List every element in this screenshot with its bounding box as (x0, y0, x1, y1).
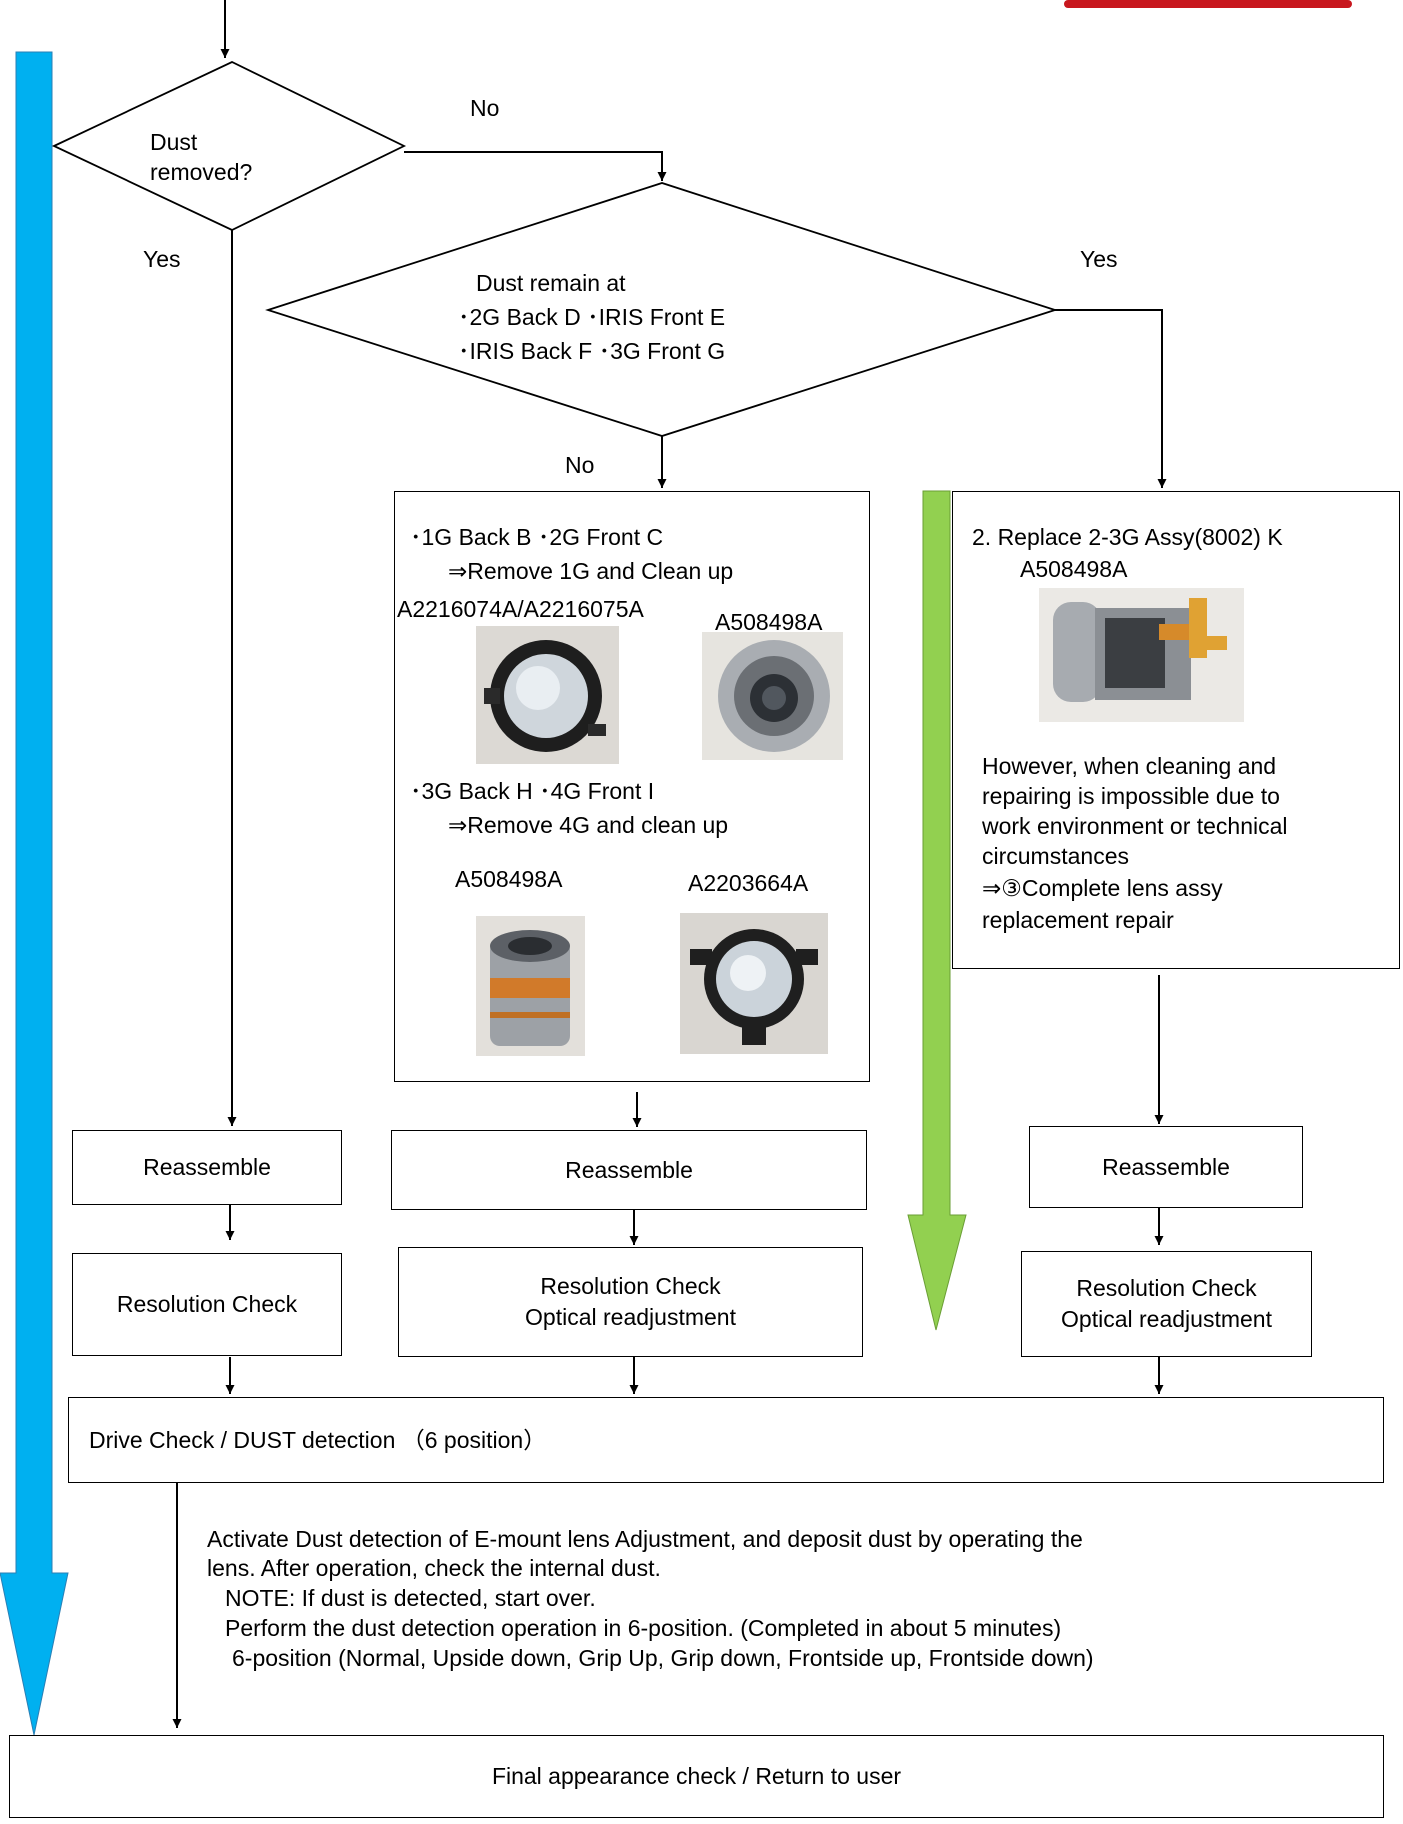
decision1-line1: Dust (150, 129, 198, 155)
green-down-arrow (907, 490, 967, 1331)
left-reassemble-text: Reassemble (143, 1154, 271, 1180)
left-resolution-text: Resolution Check (116, 1291, 298, 1317)
part-number-4g: A2203664A (688, 870, 809, 896)
decision1-no-label: No (470, 95, 500, 121)
middle-resolution-line1: Resolution Check (540, 1273, 721, 1299)
middle-resolution-line2: Optical readjustment (525, 1304, 736, 1330)
part-number-1g: A2216074A/A2216075A (397, 596, 644, 622)
right-reassemble-box: Reassemble (1029, 1126, 1303, 1208)
final-check-text: Final appearance check / Return to user (491, 1763, 902, 1789)
part-number-assy: A508498A (1020, 556, 1128, 582)
decision2-no-label: No (565, 452, 595, 478)
clean-line4: ⇒Remove 4G and clean up (448, 812, 729, 838)
photo-1g-lens-ring (476, 626, 619, 764)
note-line3: NOTE: If dust is detected, start over. (225, 1585, 596, 1611)
blue-down-arrow (0, 51, 69, 1736)
replace-note4: circumstances (982, 843, 1129, 869)
diamond-dust-removed (51, 61, 407, 231)
replace-note1: However, when cleaning and (982, 753, 1277, 779)
decision1-line2: removed? (150, 159, 253, 185)
decision2-line1: Dust remain at (476, 270, 626, 296)
final-check-box: Final appearance check / Return to user (9, 1735, 1384, 1818)
decision2-yes-label: Yes (1080, 246, 1118, 272)
decision1-yes-label: Yes (143, 246, 181, 272)
note-line5: 6-position (Normal, Upside down, Grip Up… (232, 1645, 1094, 1671)
photo-2-3g-assy (1039, 588, 1244, 722)
note-line1: Activate Dust detection of E-mount lens … (207, 1526, 1083, 1552)
right-resolution-line1: Resolution Check (1076, 1275, 1257, 1301)
note-line2: lens. After operation, check the interna… (207, 1555, 661, 1581)
replace-note2: repairing is impossible due to (982, 783, 1280, 809)
replace-note3: work environment or technical (982, 813, 1288, 839)
drive-check-box: Drive Check / DUST detection （6 position… (68, 1397, 1384, 1483)
left-resolution-box: Resolution Check (72, 1253, 342, 1356)
part-number-2g: A508498A (715, 609, 823, 635)
drive-check-text: Drive Check / DUST detection （6 position… (89, 1426, 547, 1453)
middle-reassemble-box: Reassemble (391, 1130, 867, 1210)
decision2-line3: ･IRIS Back F ･3G Front G (458, 338, 726, 364)
right-reassemble-text: Reassemble (1102, 1153, 1230, 1180)
right-resolution-line2: Optical readjustment (1061, 1306, 1272, 1332)
top-right-red-bar (1064, 0, 1352, 8)
middle-resolution-box: Resolution Check Optical readjustment (398, 1247, 863, 1357)
replace-assy-box (952, 491, 1400, 969)
replace-note6: replacement repair (982, 907, 1174, 933)
note-line4: Perform the dust detection operation in … (225, 1615, 1062, 1641)
photo-4g-lens-ring (680, 913, 828, 1054)
photo-2g-assembly-front (702, 632, 843, 760)
replace-line1: 2. Replace 2-3G Assy(8002) K (972, 524, 1283, 550)
decision2-line2: ･2G Back D ･IRIS Front E (458, 304, 726, 330)
part-number-3g: A508498A (455, 866, 563, 892)
photo-3g-assembly (476, 916, 585, 1056)
middle-reassemble-text: Reassemble (565, 1156, 693, 1183)
clean-line1: ･1G Back B ･2G Front C (410, 524, 664, 550)
clean-line2: ⇒Remove 1G and Clean up (448, 558, 734, 584)
right-resolution-box: Resolution Check Optical readjustment (1021, 1251, 1312, 1357)
replace-note5: ⇒③Complete lens assy (982, 875, 1223, 901)
left-reassemble-box: Reassemble (72, 1130, 342, 1205)
clean-line3: ･3G Back H ･4G Front I (410, 778, 655, 804)
